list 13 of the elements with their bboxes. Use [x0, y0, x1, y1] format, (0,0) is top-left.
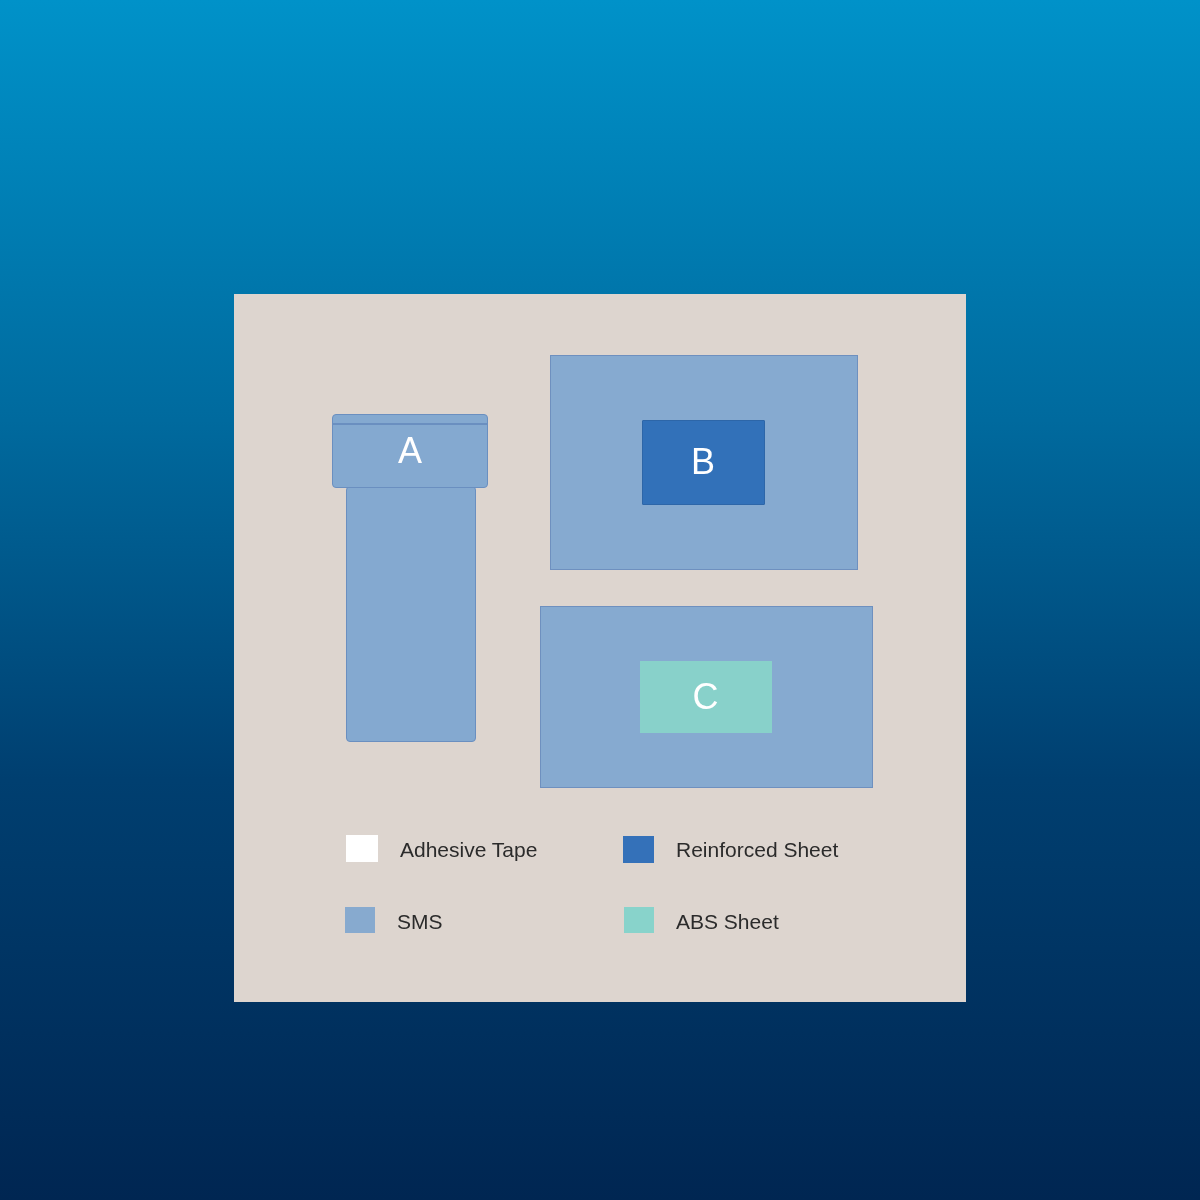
legend-label: ABS Sheet	[676, 910, 779, 932]
inner-sheet	[641, 419, 765, 505]
panel-letter: B	[691, 444, 715, 480]
sheet-panel	[550, 355, 858, 570]
cap-panel	[332, 414, 488, 488]
sheet-panel	[540, 606, 873, 788]
panel-letter: C	[692, 678, 719, 715]
legend-label: Reinforced Sheet	[676, 838, 839, 860]
strip-panel	[346, 486, 476, 742]
panel-letter: A	[398, 433, 422, 469]
legend-label: SMS	[397, 910, 443, 932]
inner-sheet	[639, 660, 772, 733]
legend-label: Adhesive Tape	[400, 838, 538, 860]
